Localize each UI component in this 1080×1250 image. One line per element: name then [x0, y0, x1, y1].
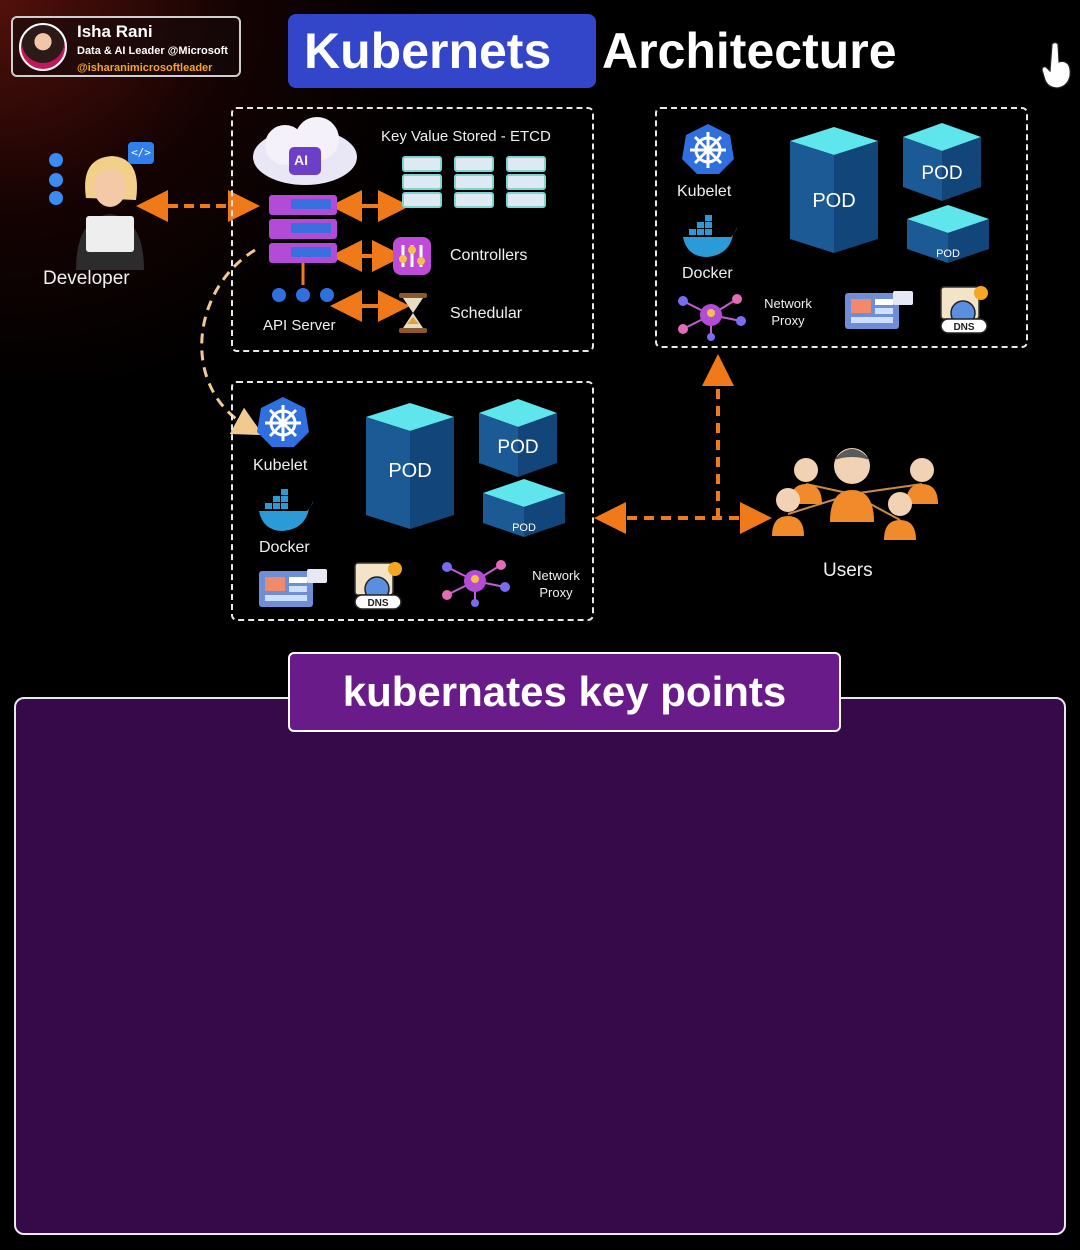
api-to-node-curve — [200, 248, 264, 436]
developer-label: Developer — [43, 268, 130, 289]
control-plane-box: AI API Server Key Value Stored - ETCD Co… — [231, 107, 594, 352]
dashboard-icon — [259, 569, 327, 607]
key-points-panel — [14, 697, 1066, 1235]
kubelet-label: Kubelet — [677, 183, 732, 200]
dns-icon: DNS — [940, 286, 988, 334]
network-proxy-label: Network Proxy — [532, 568, 580, 600]
api-server-label: API Server — [263, 317, 336, 334]
controllers-icon — [393, 237, 431, 275]
pod-medium-top-icon: POD — [903, 123, 981, 201]
worker-node-top-box: Kubelet Docker Network Proxy POD POD POD — [655, 107, 1028, 348]
api-server-icon — [253, 117, 357, 302]
network-proxy-icon — [678, 294, 746, 341]
pod-medium-bottom-icon: POD — [479, 399, 557, 477]
code-badge-icon: </> — [128, 142, 154, 164]
worker-node-bottom-box: Kubelet Docker DNS POD POD POD — [231, 381, 594, 621]
developer-avatar-icon — [49, 153, 144, 270]
connectors — [136, 190, 772, 534]
pod-small-bottom-icon: POD — [483, 479, 565, 537]
hand-pointer-icon — [1041, 41, 1071, 89]
dns-icon: DNS — [354, 562, 402, 610]
docker-label: Docker — [682, 265, 733, 282]
author-avatar — [19, 23, 67, 71]
docker-icon — [259, 489, 313, 531]
title-highlight-box — [288, 14, 596, 88]
kubelet-icon — [682, 124, 734, 174]
dns-top-label: DNS — [953, 322, 974, 333]
pod-small-bottom-label: POD — [512, 522, 536, 534]
api-internal-arrows — [330, 190, 410, 322]
scheduler-label: Schedular — [450, 305, 523, 322]
pod-small-top-label: POD — [936, 248, 960, 260]
title-highlight: Kubernets — [304, 23, 552, 79]
pod-large-bottom-label: POD — [388, 460, 431, 482]
pod-large-bottom-icon: POD — [366, 403, 454, 529]
kubelet-label: Kubelet — [253, 457, 308, 474]
dashboard-icon — [845, 291, 913, 329]
ai-badge: AI — [294, 152, 308, 168]
network-proxy-label: Network Proxy — [764, 296, 812, 328]
network-proxy-icon — [442, 560, 510, 607]
users-group-icon — [772, 448, 938, 540]
title-rest: Architecture — [602, 23, 897, 79]
etcd-label: Key Value Stored - ETCD — [381, 128, 551, 145]
pod-large-top-icon: POD — [790, 127, 878, 253]
users-label: Users — [823, 560, 873, 581]
controllers-label: Controllers — [450, 247, 528, 264]
etcd-database-icon — [402, 156, 546, 208]
users-arrows — [594, 354, 772, 534]
kubelet-icon — [257, 397, 309, 447]
pod-medium-top-label: POD — [921, 163, 962, 184]
author-role: Data & AI Leader @Microsoft — [77, 45, 228, 57]
hourglass-icon — [399, 293, 427, 333]
docker-label: Docker — [259, 539, 310, 556]
docker-icon — [683, 215, 737, 257]
author-name: Isha Rani — [77, 22, 153, 41]
author-handle: @isharanimicrosoftleader — [77, 62, 213, 74]
pod-small-top-icon: POD — [907, 205, 989, 263]
key-points-title: kubernates key points — [288, 652, 841, 732]
pod-medium-bottom-label: POD — [497, 437, 538, 458]
author-card: Isha Rani Data & AI Leader @Microsoft @i… — [11, 16, 241, 77]
dns-bottom-label: DNS — [367, 598, 388, 609]
pod-large-top-label: POD — [812, 190, 855, 212]
